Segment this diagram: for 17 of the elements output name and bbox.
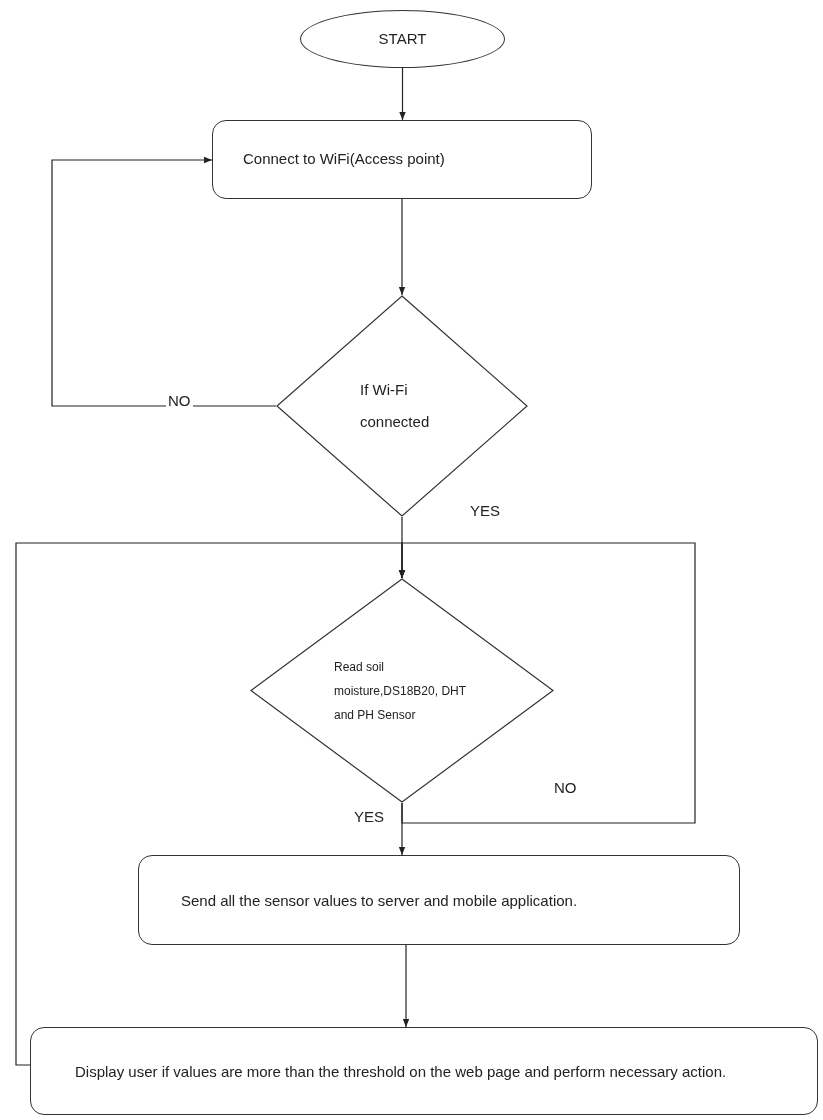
process-box bbox=[212, 120, 592, 199]
process-box bbox=[138, 855, 740, 945]
arrow bbox=[399, 67, 406, 121]
decision-diamond bbox=[250, 578, 554, 803]
arrow bbox=[398, 802, 406, 856]
node-label: Connect to WiFi(Access point) bbox=[243, 149, 445, 170]
process-box bbox=[30, 1027, 818, 1115]
arrow bbox=[402, 944, 410, 1028]
node-label: If Wi-Fi connected bbox=[360, 380, 431, 432]
arrow bbox=[398, 198, 406, 296]
node-label: START bbox=[378, 28, 427, 49]
node-label: Read soil moisture,DS18B20, DHT and PH Sensor bbox=[334, 658, 467, 724]
decision-diamond bbox=[276, 295, 528, 517]
node-label: Display user if values are more than the threshold on the web page and perform necessary action. bbox=[75, 1061, 727, 1082]
arrow bbox=[51, 156, 277, 407]
node-label: Send all the sensor values to server and mobile application. bbox=[181, 890, 578, 911]
arrow bbox=[15, 542, 406, 1066]
